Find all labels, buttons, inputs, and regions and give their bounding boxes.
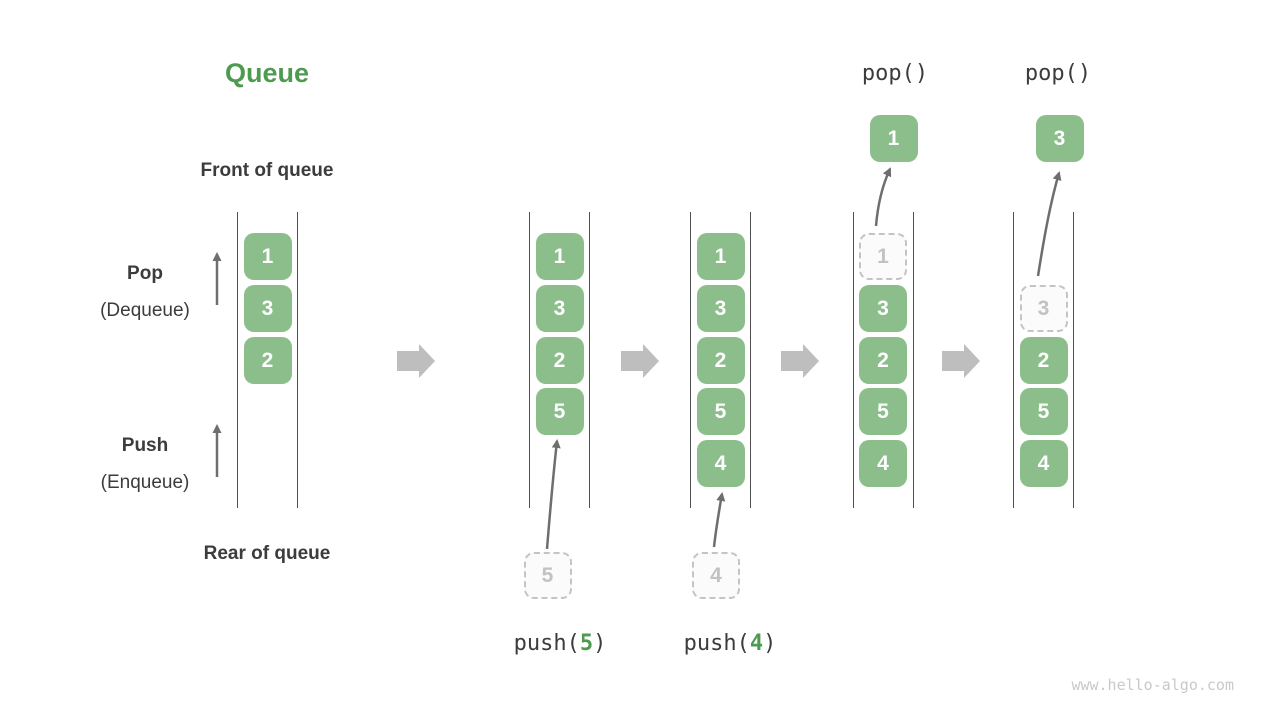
queue-cell: 3: [243, 284, 292, 332]
watermark: www.hello-algo.com: [1071, 676, 1234, 694]
queue-cell: 4: [696, 440, 745, 488]
push-argument: 5: [579, 631, 594, 656]
queue-cell: 5: [1019, 388, 1068, 436]
queue-cell: 2: [243, 336, 292, 384]
queue-cell-ghost: 1: [859, 233, 907, 280]
push-label: Push: [121, 435, 169, 456]
queue-column-2: [529, 212, 590, 508]
queue-cell: 4: [859, 440, 907, 488]
queue-cell: 3: [859, 284, 907, 332]
queue-cell: 5: [696, 388, 745, 436]
push-argument: 4: [749, 631, 764, 656]
queue-column-5: [1013, 212, 1074, 508]
queue-cell: 4: [1019, 440, 1068, 488]
popped-element-box: 1: [869, 115, 918, 162]
queue-cell: 5: [535, 388, 584, 436]
queue-column-1: [237, 212, 298, 508]
queue-cell: 1: [243, 233, 292, 280]
arrow-right-icon: [781, 344, 819, 378]
queue-cell: 3: [696, 284, 745, 332]
diagram-title: Queue: [224, 58, 310, 88]
queue-cell: 2: [859, 336, 907, 384]
arrow-right-icon: [397, 344, 435, 378]
rear-of-queue-label: Rear of queue: [203, 543, 331, 564]
queue-column-4: [852, 212, 914, 508]
pop-label-block: Pop (Dequeue): [45, 255, 245, 329]
incoming-element-box: 4: [692, 552, 740, 599]
queue-cell: 1: [535, 233, 584, 280]
arrow-right-icon: [621, 344, 659, 378]
front-of-queue-label: Front of queue: [200, 160, 334, 181]
dequeue-sublabel: (Dequeue): [100, 300, 190, 321]
arrow-right-icon: [942, 344, 980, 378]
popped-element-box: 3: [1035, 115, 1084, 162]
queue-column-3: [690, 212, 751, 508]
queue-cell: 2: [535, 336, 584, 384]
push-label-block: Push (Enqueue): [45, 427, 245, 501]
queue-cell: 2: [696, 336, 745, 384]
incoming-element-box: 5: [523, 552, 572, 599]
queue-cell: 5: [859, 388, 907, 436]
push-operation-label: push(5): [513, 631, 607, 656]
queue-cell: 3: [535, 284, 584, 332]
pop-operation-label: pop(): [1024, 61, 1092, 86]
queue-cell: 2: [1019, 336, 1068, 384]
pop-operation-label: pop(): [861, 61, 929, 86]
enqueue-sublabel: (Enqueue): [100, 472, 190, 493]
push-operation-label: push(4): [683, 631, 777, 656]
queue-cell: 1: [696, 233, 745, 280]
pop-label: Pop: [127, 263, 163, 284]
queue-cell-ghost: 3: [1019, 284, 1068, 332]
